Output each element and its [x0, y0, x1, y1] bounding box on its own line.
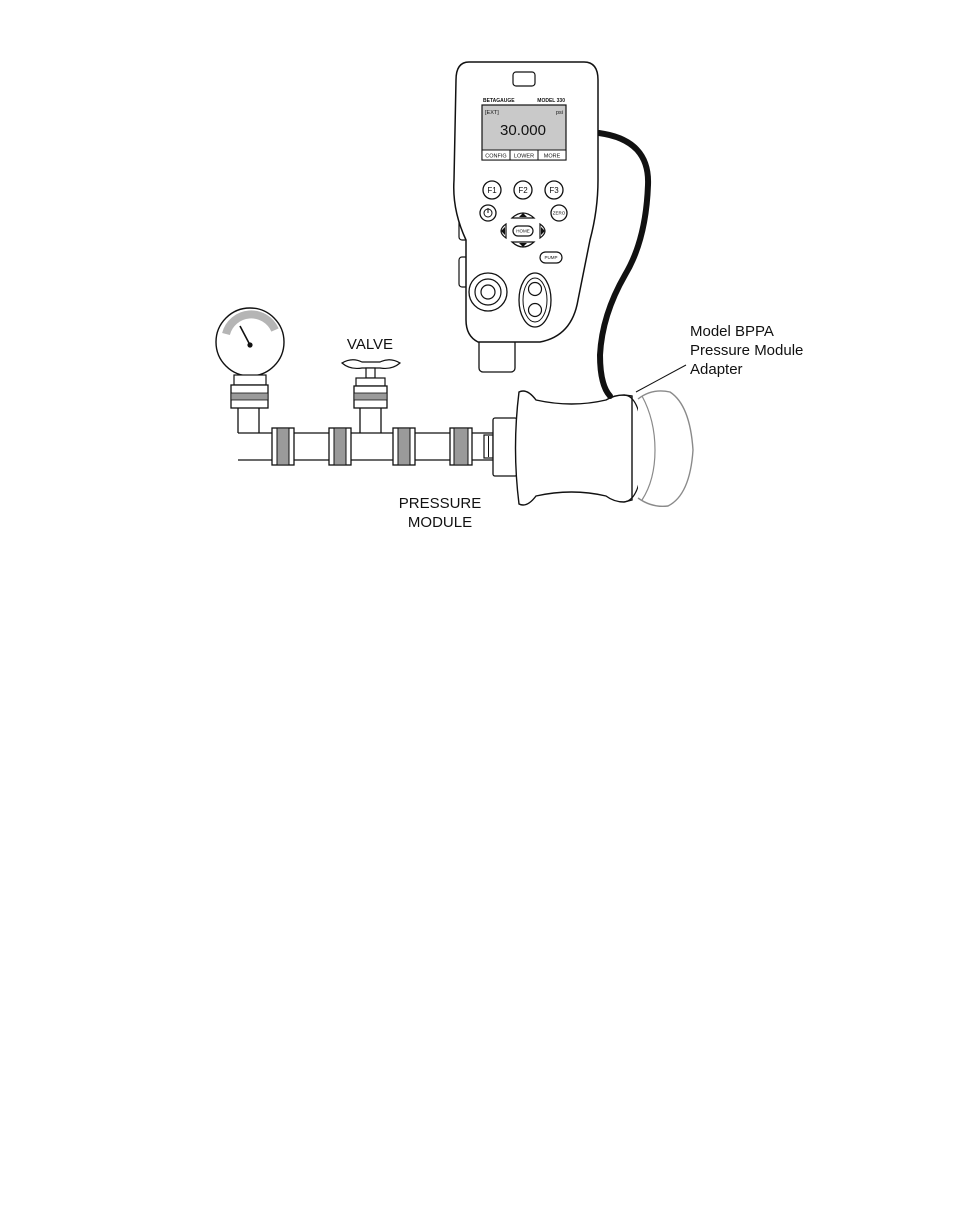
valve: [342, 360, 400, 408]
adapter-label-line1: Model BPPA: [690, 323, 774, 340]
home-key[interactable]: HOME: [513, 226, 533, 236]
svg-text:ZERO: ZERO: [553, 211, 566, 216]
pressure-module-adapter: [638, 391, 693, 506]
zero-key[interactable]: ZERO: [551, 205, 567, 221]
module-label-line1: PRESSURE: [399, 495, 482, 512]
pipe-coupling: [393, 428, 415, 465]
screen-reading: 30.000: [500, 122, 546, 139]
svg-text:F1: F1: [487, 186, 497, 195]
adapter-leader-line: [636, 365, 686, 392]
svg-text:HOME: HOME: [516, 229, 530, 234]
softkey-more[interactable]: MORE: [544, 154, 561, 160]
module-label-line2: MODULE: [408, 514, 472, 531]
pipe-coupling: [329, 428, 351, 465]
dial-gauge: [216, 308, 284, 408]
device-brand: BETAGAUGE: [483, 98, 515, 104]
pipe-coupling: [450, 428, 472, 465]
softkey-config[interactable]: CONFIG: [485, 154, 506, 160]
valve-label: VALVE: [347, 336, 393, 353]
svg-text:PUMP: PUMP: [544, 255, 557, 260]
device-screen: [EXT] psi 30.000 CONFIG LOWER MORE: [482, 105, 566, 160]
svg-text:F2: F2: [518, 186, 528, 195]
calibrator-device: BETAGAUGE MODEL 330 [EXT] psi 30.000 CON…: [454, 62, 598, 372]
power-key[interactable]: [480, 205, 496, 221]
screen-mode: [EXT]: [485, 110, 499, 116]
adapter-label-line2: Pressure Module: [690, 342, 803, 359]
pump-key[interactable]: PUMP: [540, 252, 562, 263]
screen-unit: psi: [556, 110, 563, 116]
svg-text:F3: F3: [549, 186, 559, 195]
pressure-module: [484, 391, 643, 505]
adapter-label-line3: Adapter: [690, 361, 743, 378]
left-port: [469, 273, 507, 311]
f1-key[interactable]: F1: [483, 181, 501, 199]
right-port: [519, 273, 551, 327]
softkey-lower[interactable]: LOWER: [514, 154, 534, 160]
pipe-coupling: [272, 428, 294, 465]
f3-key[interactable]: F3: [545, 181, 563, 199]
device-model: MODEL 330: [537, 98, 565, 104]
f2-key[interactable]: F2: [514, 181, 532, 199]
cable: [599, 133, 648, 396]
